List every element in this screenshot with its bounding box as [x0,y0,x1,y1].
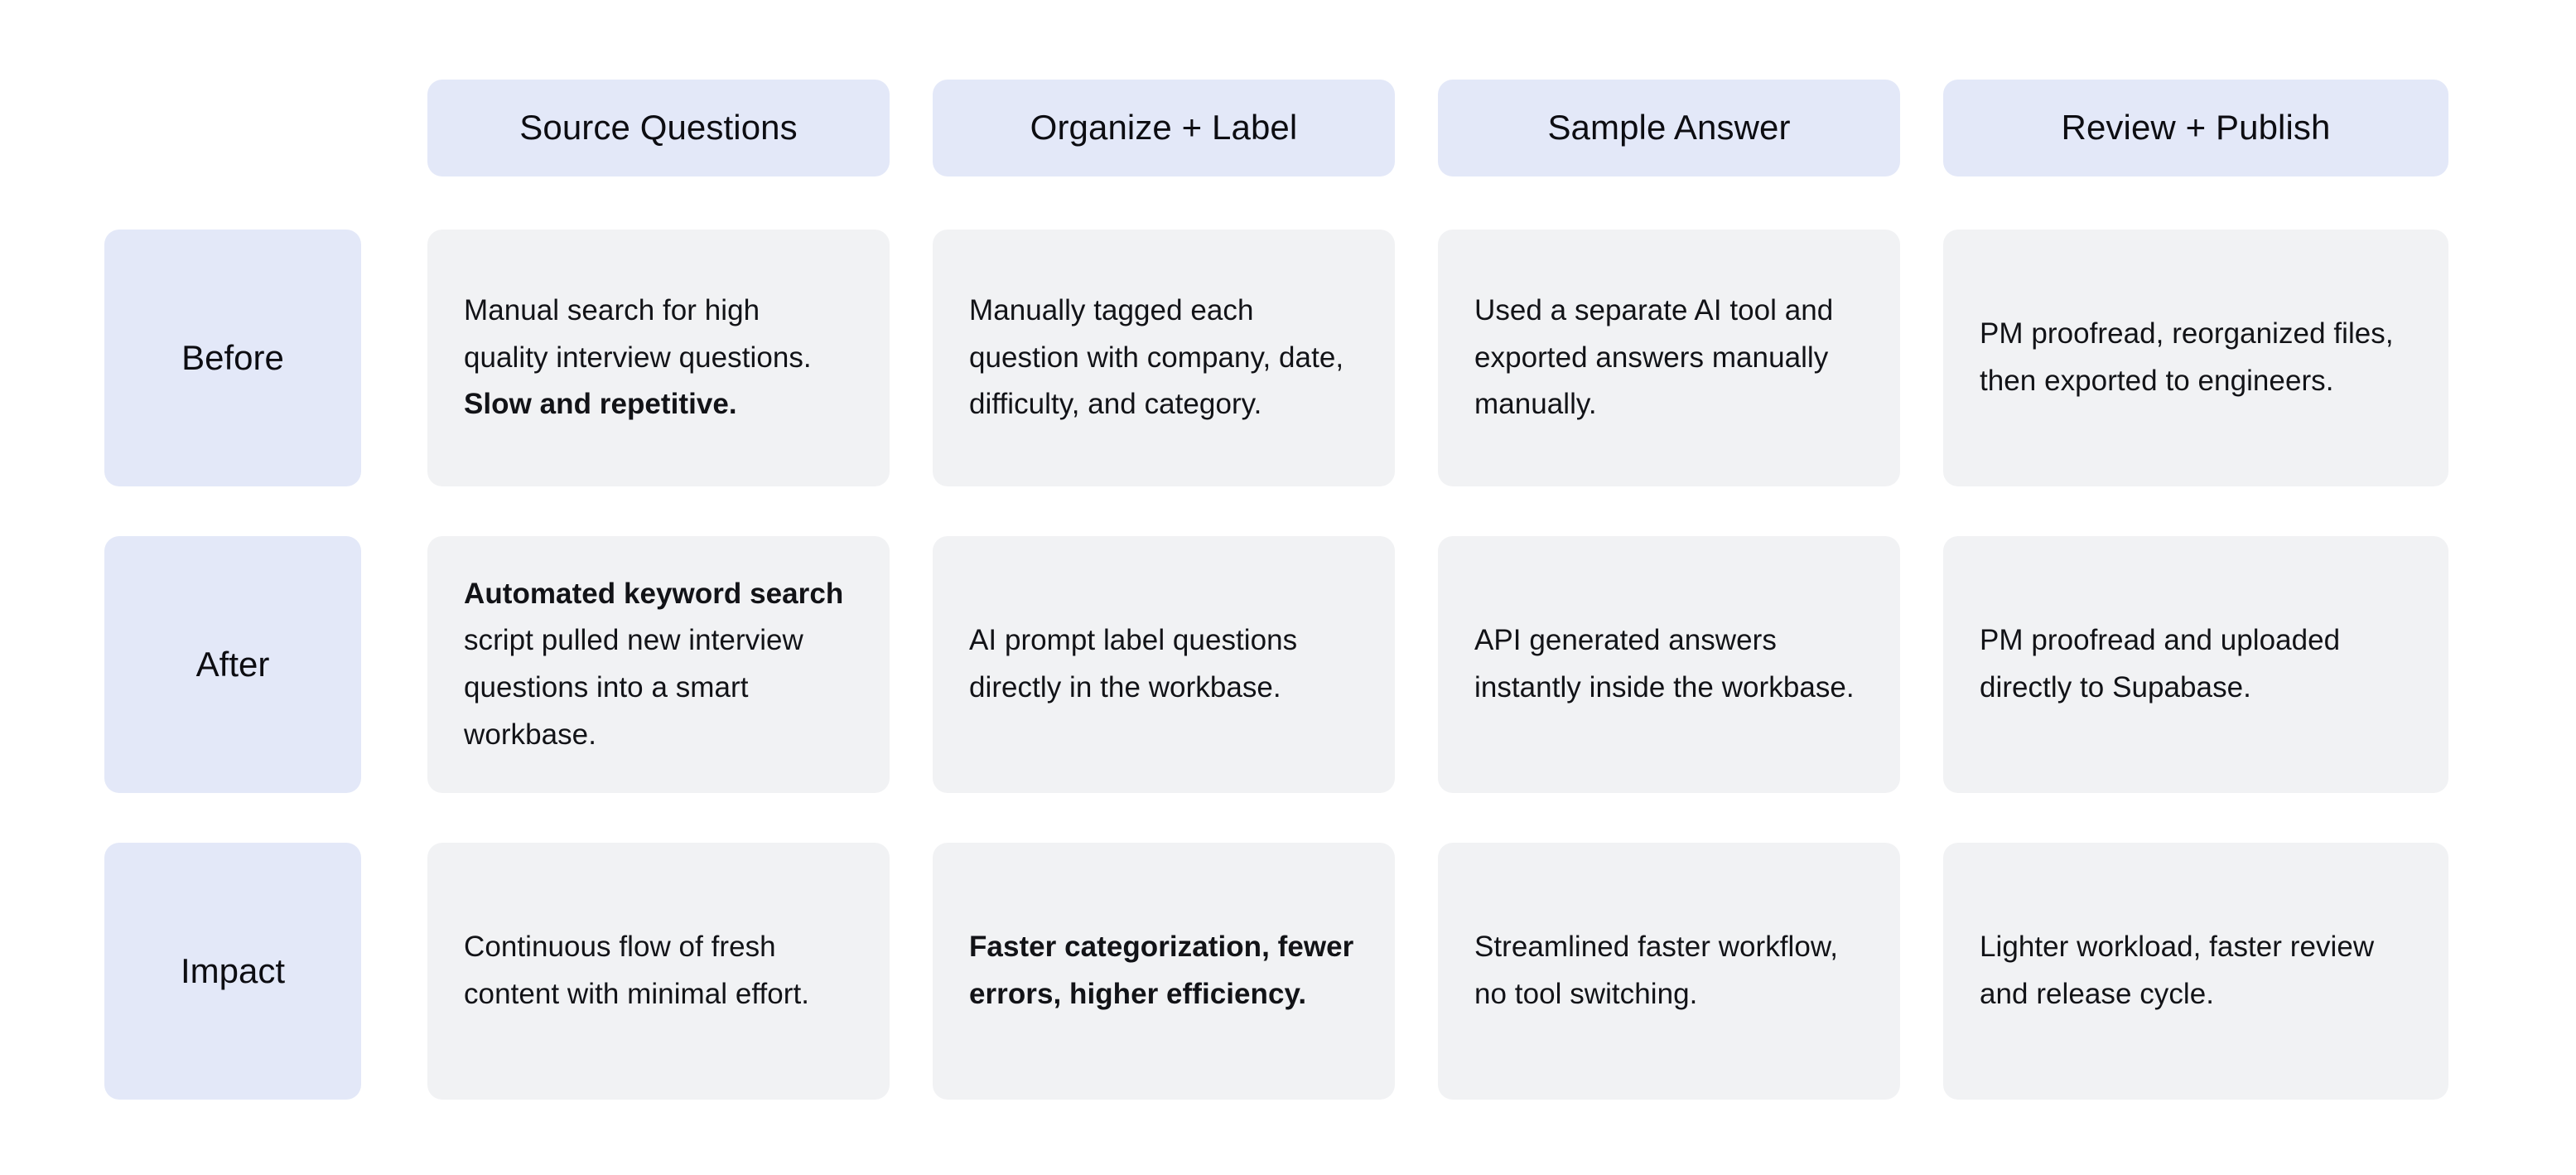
matrix-cell-impact-sample-answer: Streamlined faster workflow, no tool swi… [1438,843,1943,1100]
row-label-before[interactable]: Before [104,230,361,486]
card-before-source-questions[interactable]: Manual search for high quality interview… [427,230,890,486]
card-impact-organize-label[interactable]: Faster categorization, fewer errors, hig… [933,843,1395,1100]
matrix-cell-after-organize-label: AI prompt label questions directly in th… [933,536,1438,793]
emphasized-text: Automated keyword search [464,577,844,610]
matrix-cell-before-source-questions: Manual search for high quality interview… [427,230,933,486]
card-after-review-publish[interactable]: PM proofread and uploaded directly to Su… [1943,536,2448,793]
row-label-after[interactable]: After [104,536,361,793]
card-text: Manual search for high quality interview… [464,293,812,421]
column-header-cell-2: Sample Answer [1438,80,1943,176]
card-text: Automated keyword search script pulled n… [464,577,844,751]
matrix-cell-before-review-publish: PM proofread, reorganized files, then ex… [1943,230,2448,486]
emphasized-text: Faster categorization, fewer errors, hig… [969,931,1354,1010]
column-header-cell-3: Review + Publish [1943,80,2448,176]
column-header-organize-label[interactable]: Organize + Label [933,80,1395,176]
matrix-cell-before-sample-answer: Used a separate AI tool and exported ans… [1438,230,1943,486]
matrix-cell-after-source-questions: Automated keyword search script pulled n… [427,536,933,793]
matrix-cell-after-review-publish: PM proofread and uploaded directly to Su… [1943,536,2448,793]
card-before-sample-answer[interactable]: Used a separate AI tool and exported ans… [1438,230,1900,486]
row-label-cell-after: After [104,536,427,793]
card-after-source-questions[interactable]: Automated keyword search script pulled n… [427,536,890,793]
card-impact-source-questions[interactable]: Continuous flow of fresh content with mi… [427,843,890,1100]
column-header-source-questions[interactable]: Source Questions [427,80,890,176]
matrix-cell-impact-review-publish: Lighter workload, faster review and rele… [1943,843,2448,1100]
matrix-cell-impact-organize-label: Faster categorization, fewer errors, hig… [933,843,1438,1100]
matrix-cell-impact-source-questions: Continuous flow of fresh content with mi… [427,843,933,1100]
card-text: Streamlined faster workflow, no tool swi… [1474,931,1839,1010]
row-label-cell-impact: Impact [104,843,427,1100]
column-header-cell-1: Organize + Label [933,80,1438,176]
card-text: API generated answers instantly inside t… [1474,624,1855,704]
card-text: Manually tagged each question with compa… [969,293,1344,421]
card-impact-sample-answer[interactable]: Streamlined faster workflow, no tool swi… [1438,843,1900,1100]
card-text: Used a separate AI tool and exported ans… [1474,293,1834,421]
row-label-cell-before: Before [104,230,427,486]
card-after-sample-answer[interactable]: API generated answers instantly inside t… [1438,536,1900,793]
card-text: PM proofread, reorganized files, then ex… [1980,317,2394,397]
matrix-cell-before-organize-label: Manually tagged each question with compa… [933,230,1438,486]
card-after-organize-label[interactable]: AI prompt label questions directly in th… [933,536,1395,793]
matrix-grid: Source Questions Organize + Label Sample… [104,80,2473,1100]
matrix-corner-cell [104,80,427,176]
card-text: Lighter workload, faster review and rele… [1980,931,2375,1010]
column-header-sample-answer[interactable]: Sample Answer [1438,80,1900,176]
emphasized-text: Slow and repetitive. [464,388,737,421]
card-text: PM proofread and uploaded directly to Su… [1980,624,2341,704]
card-text: Faster categorization, fewer errors, hig… [969,924,1357,1018]
card-impact-review-publish[interactable]: Lighter workload, faster review and rele… [1943,843,2448,1100]
column-header-review-publish[interactable]: Review + Publish [1943,80,2448,176]
card-text: AI prompt label questions directly in th… [969,624,1298,704]
card-text: Continuous flow of fresh content with mi… [464,931,810,1010]
card-before-review-publish[interactable]: PM proofread, reorganized files, then ex… [1943,230,2448,486]
matrix-cell-after-sample-answer: API generated answers instantly inside t… [1438,536,1943,793]
row-label-impact[interactable]: Impact [104,843,361,1100]
card-before-organize-label[interactable]: Manually tagged each question with compa… [933,230,1395,486]
column-header-cell-0: Source Questions [427,80,933,176]
